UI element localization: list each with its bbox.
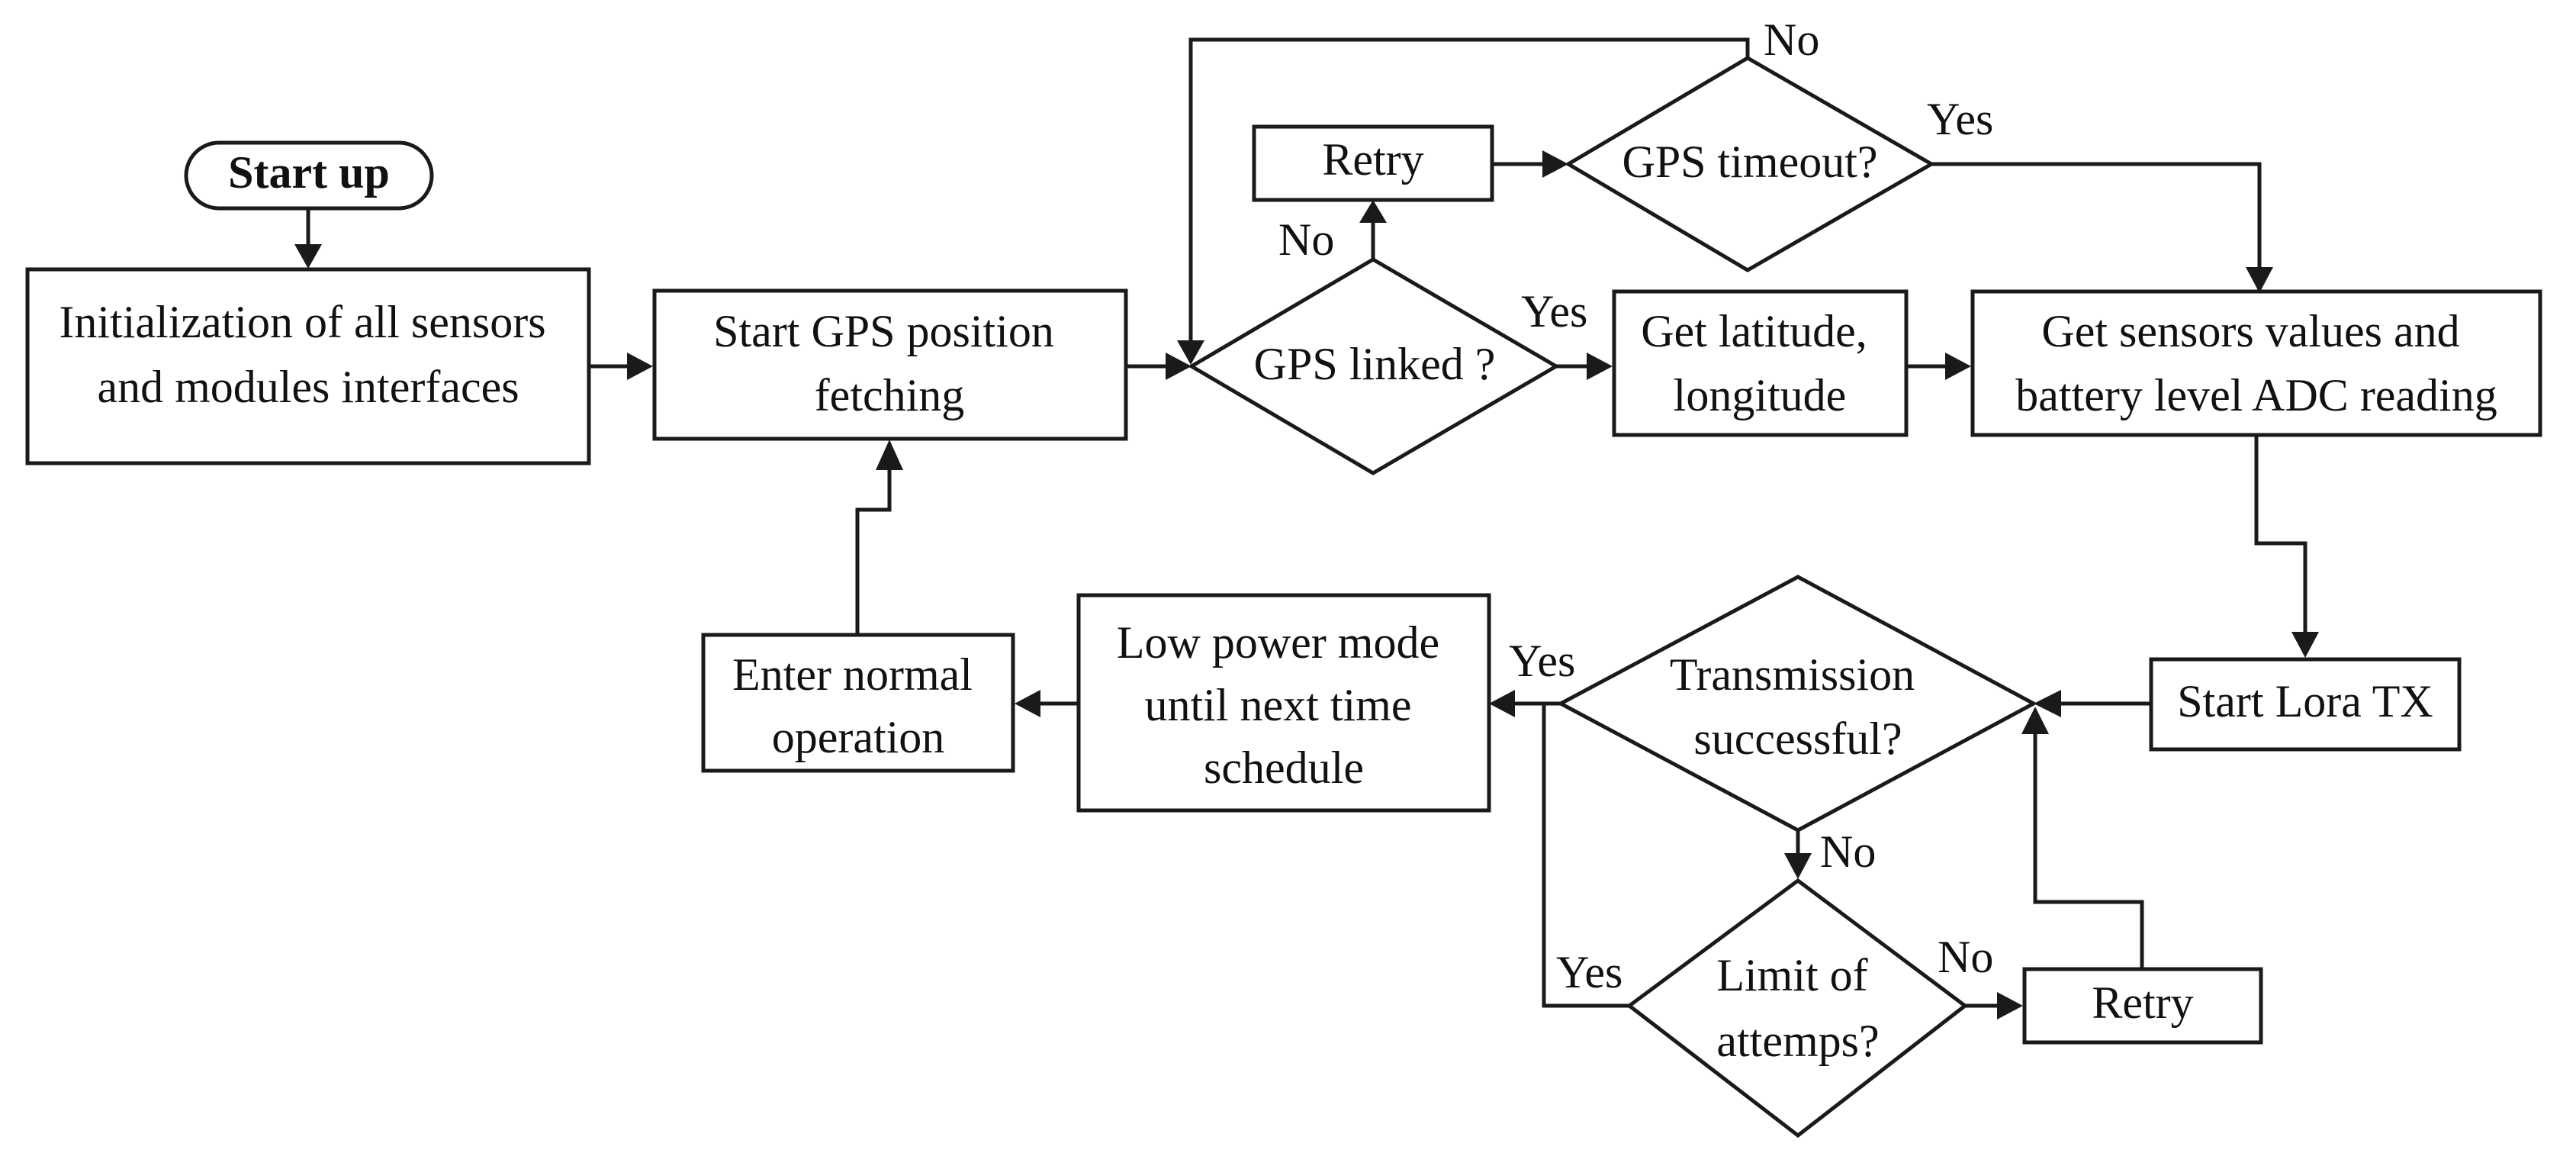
lora-tx-process-box: Start Lora TX bbox=[2149, 657, 2462, 752]
edge-sensors-to-lora bbox=[2254, 435, 2319, 658]
normal-operation-process-box: Enter normal operation bbox=[701, 633, 1015, 773]
edge-gps-timeout-to-sensors bbox=[1931, 162, 2273, 293]
edge-gps-fetch-to-gps-linked bbox=[1126, 353, 1192, 380]
gps-fetch-process-box: Start GPS position fetching bbox=[652, 288, 1128, 441]
edge-gps-linked-to-latlon bbox=[1556, 353, 1613, 380]
low-power-label-line3: schedule bbox=[1204, 742, 1364, 793]
low-power-label-line1: Low power mode bbox=[1117, 617, 1439, 668]
gps-linked-decision: GPS linked ? bbox=[1188, 257, 1560, 475]
limit-label-line1: Limit of bbox=[1716, 950, 1867, 1000]
edge-tx-ok-to-limit bbox=[1784, 830, 1812, 879]
svg-text:Start GPS position fetch: Start GPS position fetching bbox=[713, 306, 1066, 420]
svg-text:Low power mode until nex: Low power mode until next time schedule bbox=[1117, 617, 1451, 793]
get-sensors-process-box: Get sensors values and battery level ADC… bbox=[1970, 289, 2542, 437]
start-up-label: Start up bbox=[228, 147, 390, 198]
label-limit-yes: Yes bbox=[1556, 947, 1622, 997]
get-latlon-process-box: Get latitude, longitude bbox=[1612, 289, 1909, 437]
sensors-label-line1: Get sensors values and bbox=[2041, 306, 2459, 356]
edge-gps-linked-to-retry bbox=[1359, 200, 1387, 259]
svg-text:Get latitude, longitude: Get latitude, longitude bbox=[1641, 306, 1879, 420]
label-tx-no: No bbox=[1820, 826, 1876, 877]
label-linked-no: No bbox=[1278, 214, 1334, 265]
svg-text:Get sensors values and b: Get sensors values and battery level ADC… bbox=[2015, 306, 2497, 420]
svg-text:Limit of attemps?: Limit of attemps? bbox=[1716, 950, 1879, 1066]
edge-limit-to-retry-tx bbox=[1965, 992, 2023, 1019]
edge-timeout-no-loop bbox=[1177, 37, 1750, 365]
label-tx-yes: Yes bbox=[1509, 636, 1575, 686]
tx-ok-label-line2: successful? bbox=[1693, 713, 1902, 764]
edge-latlon-to-sensors bbox=[1906, 353, 1971, 380]
gps-timeout-label: GPS timeout? bbox=[1622, 137, 1877, 187]
svg-text:Enter normal operation: Enter normal operation bbox=[732, 649, 984, 762]
edge-start-to-init bbox=[294, 208, 322, 269]
normal-label-line2: operation bbox=[772, 712, 945, 762]
label-timeout-no: No bbox=[1764, 14, 1819, 65]
edge-limit-yes-loop bbox=[1542, 704, 1629, 1008]
edge-lora-to-tx-ok bbox=[2034, 690, 2150, 717]
gps-fetch-label-line1: Start GPS position bbox=[713, 306, 1054, 356]
label-limit-no: No bbox=[1938, 932, 1993, 982]
latlon-label-line2: longitude bbox=[1674, 370, 1847, 420]
retry-gps-process-box: Retry bbox=[1252, 124, 1494, 202]
retry-gps-label: Retry bbox=[1322, 134, 1423, 185]
svg-text:Initialization of all sensors: Initialization of all sensors and module… bbox=[59, 297, 557, 412]
init-label-line2: and modules interfaces bbox=[97, 362, 519, 412]
edge-retry-to-gps-timeout bbox=[1492, 150, 1568, 178]
gps-linked-label: GPS linked ? bbox=[1254, 339, 1496, 389]
tx-ok-label-line1: Transmission bbox=[1670, 649, 1915, 700]
label-timeout-yes: Yes bbox=[1927, 94, 1993, 144]
edge-normal-to-gps-fetch bbox=[855, 440, 903, 633]
svg-text:Transmission successful?: Transmission successful? bbox=[1670, 649, 1926, 764]
low-power-label-line2: until next time bbox=[1145, 680, 1412, 730]
gps-timeout-decision: GPS timeout? bbox=[1565, 56, 1936, 272]
latlon-label-line1: Get latitude, bbox=[1641, 306, 1867, 356]
init-label-line1: Initialization of all sensors bbox=[59, 297, 545, 347]
sensors-label-line2: battery level ADC reading bbox=[2015, 370, 2497, 420]
limit-decision: Limit of attemps? bbox=[1626, 878, 1969, 1139]
start-up-terminator: Start up bbox=[184, 140, 434, 211]
low-power-process-box: Low power mode until next time schedule bbox=[1076, 593, 1491, 813]
retry-tx-label: Retry bbox=[2092, 978, 2193, 1028]
gps-fetch-label-line2: fetching bbox=[815, 370, 965, 420]
edge-retry-tx-loop bbox=[2021, 707, 2144, 968]
edge-low-power-to-normal bbox=[1015, 690, 1077, 717]
tx-ok-decision: Transmission successful? bbox=[1556, 575, 2038, 833]
init-process-box: Initialization of all sensors and module… bbox=[25, 267, 591, 465]
normal-label-line1: Enter normal bbox=[732, 649, 973, 700]
edge-tx-ok-to-low-power bbox=[1489, 690, 1561, 717]
label-linked-yes: Yes bbox=[1521, 286, 1587, 337]
edge-init-to-gps-fetch bbox=[589, 353, 653, 380]
retry-tx-process-box: Retry bbox=[2022, 967, 2263, 1045]
limit-label-line2: attemps? bbox=[1716, 1016, 1879, 1066]
lora-tx-label: Start Lora TX bbox=[2177, 676, 2433, 726]
